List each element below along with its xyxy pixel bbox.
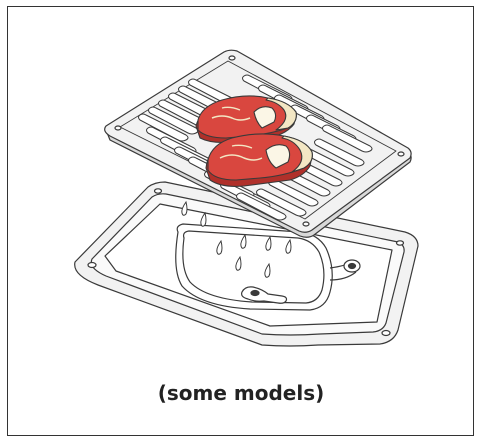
caption: (some models) bbox=[0, 381, 482, 405]
